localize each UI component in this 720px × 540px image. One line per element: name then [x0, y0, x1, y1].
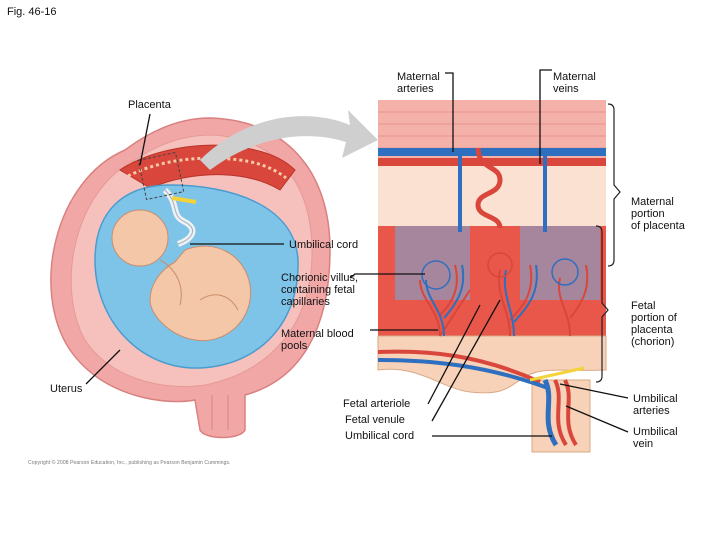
placenta-disc [119, 144, 296, 191]
fetal-artery [377, 349, 541, 384]
fetal-portion-bracket [595, 225, 609, 383]
placenta-detail [377, 100, 607, 453]
venous-pool-right [520, 226, 600, 300]
yolk-detail [171, 196, 197, 204]
maternal-portion-bracket [607, 103, 621, 267]
leader-fetal-arteriole [427, 304, 481, 405]
leader-lines [85, 69, 629, 437]
villus-capillary-loop-2 [487, 252, 513, 278]
label-placenta: Placenta [128, 99, 171, 111]
label-maternal-blood-pools: Maternal blood pools [281, 328, 354, 352]
umbilical-cord-outline [164, 189, 194, 245]
label-umbilical-vein: Umbilical vein [633, 426, 678, 450]
fetus-arm [159, 259, 182, 306]
fetus-head [111, 209, 169, 267]
umbilical-cord-stub [531, 379, 591, 453]
leader-umbilical-vein [565, 405, 629, 433]
copyright-notice: Copyright © 2008 Pearson Education, Inc.… [28, 460, 231, 466]
fetal-vein [377, 358, 549, 390]
label-chorionic-villus: Chorionic villus, containing fetal capil… [281, 272, 359, 308]
leader-placenta [139, 113, 151, 166]
zoom-arrow [200, 110, 378, 170]
fetus-leg [199, 294, 239, 311]
label-umbilical-cord-bottom: Umbilical cord [345, 430, 415, 442]
label-maternal-arteries: Maternal arteries [397, 71, 440, 95]
umbilical-artery-vessel [553, 379, 568, 447]
label-maternal-portion: Maternal portion of placenta [631, 196, 685, 232]
leader-maternal-arteries [445, 72, 454, 152]
spiral-artery [475, 147, 503, 229]
label-umbilical-cord-top: Umbilical cord [289, 239, 359, 251]
label-fetal-portion: Fetal portion of placenta (chorion) [631, 300, 677, 348]
figure-number: Fig. 46-16 [7, 6, 57, 18]
leader-maternal-veins [539, 69, 552, 164]
label-maternal-veins: Maternal veins [553, 71, 596, 95]
label-umbilical-arteries: Umbilical arteries [633, 393, 678, 417]
uterus-illustration [50, 117, 331, 439]
leader-uterus [85, 349, 121, 385]
venous-pool [395, 226, 470, 300]
fetus-body [149, 245, 252, 342]
villus-capillary-loop [421, 260, 451, 290]
fetal-tissue-strip [529, 366, 585, 382]
label-uterus: Uterus [50, 383, 83, 395]
zoom-box [137, 151, 185, 201]
cervix [211, 395, 229, 430]
muscle-striations [378, 111, 606, 149]
maternal-artery-band [378, 158, 606, 166]
villus-capillary-loop-3 [551, 258, 579, 286]
placenta-texture [127, 156, 287, 180]
leader-umbilical-arteries [559, 383, 629, 399]
label-fetal-venule: Fetal venule [345, 414, 405, 426]
leader-chorionic-villus [349, 273, 425, 279]
maternal-vein-band [378, 148, 606, 156]
label-fetal-arteriole: Fetal arteriole [343, 398, 411, 410]
leader-fetal-venule [431, 299, 501, 422]
